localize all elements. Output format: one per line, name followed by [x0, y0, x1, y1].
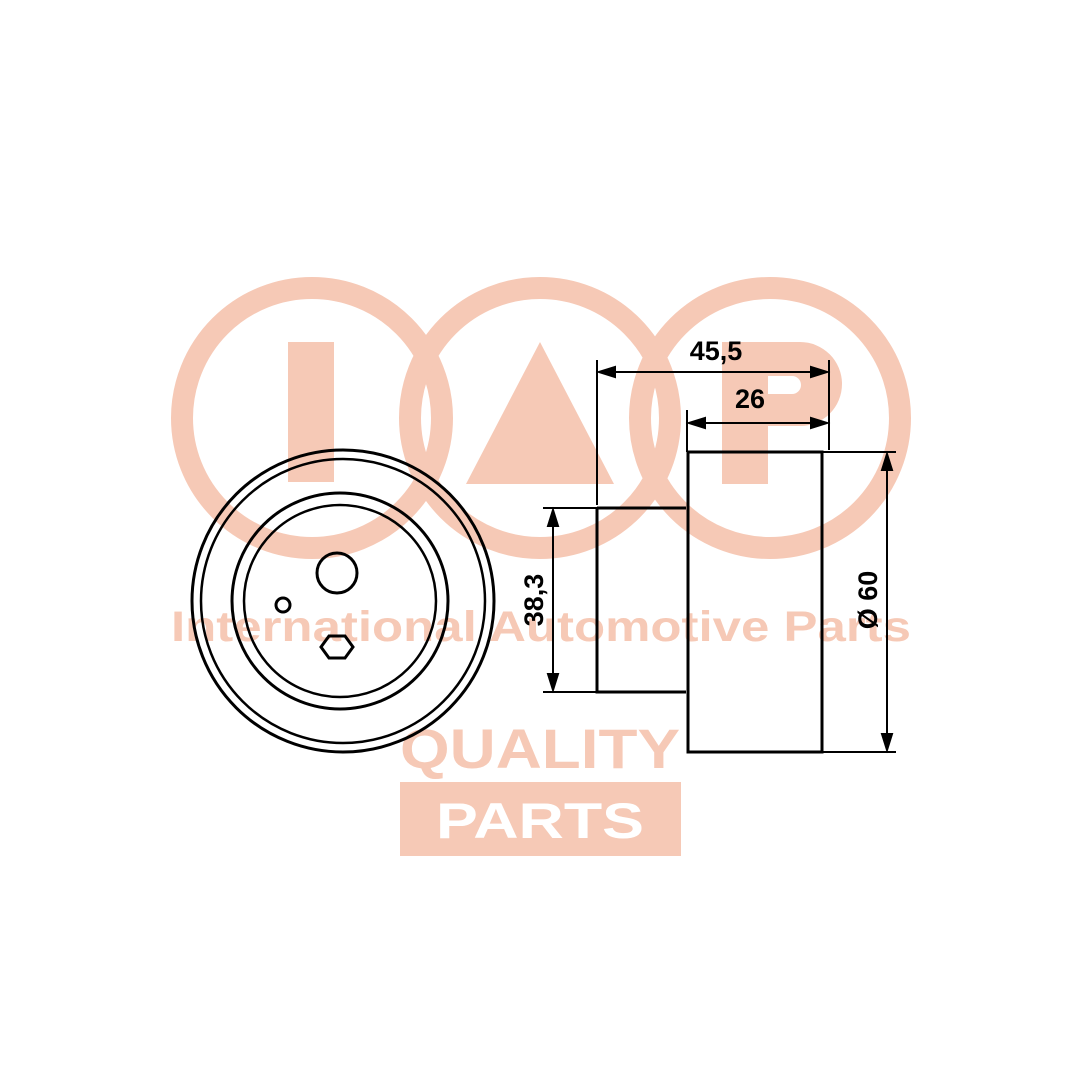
watermark-circle-i	[171, 277, 453, 559]
pulley-outer-rim	[190, 448, 496, 754]
dim-hub-arrow-top	[546, 506, 560, 527]
pulley-outer-rim-inner	[199, 457, 487, 745]
watermark-registered-mark: R	[666, 792, 673, 802]
dim-pulley-width-arrow-right	[810, 416, 831, 430]
dim-outer-label: Ø 60	[853, 571, 883, 630]
pulley-face-groove	[230, 491, 450, 711]
watermark-circle-p	[629, 277, 911, 559]
pin-hole	[274, 596, 292, 614]
dim-hub-arrow-bottom	[546, 673, 560, 694]
dim-overall-width-arrow-left	[595, 365, 616, 379]
dim-outer-arrow-bottom	[880, 733, 894, 754]
dim-pulley-width-arrow-left	[685, 416, 706, 430]
center-bore	[315, 551, 359, 595]
dim-outer-arrow-top	[880, 450, 894, 471]
dimension-lines	[543, 360, 896, 754]
dim-overall-width-label: 45,5	[690, 336, 743, 366]
watermark-logo	[171, 277, 911, 559]
watermark-parts-badge	[400, 782, 681, 856]
dim-overall-width-arrow-right	[810, 365, 831, 379]
watermark-circle-a	[399, 277, 681, 559]
pulley-body	[686, 450, 824, 754]
watermark-letter-a	[466, 342, 614, 484]
pulley-hub	[242, 503, 438, 699]
watermark-parts: PARTS	[436, 793, 644, 849]
watermark-tagline: International Automotive Parts	[171, 603, 911, 651]
front-view	[190, 448, 496, 754]
hex-bolt	[319, 634, 355, 660]
dim-pulley-width-label: 26	[735, 384, 765, 414]
dim-hub-label: 38,3	[519, 574, 549, 627]
watermark-quality: QUALITY	[400, 717, 680, 780]
